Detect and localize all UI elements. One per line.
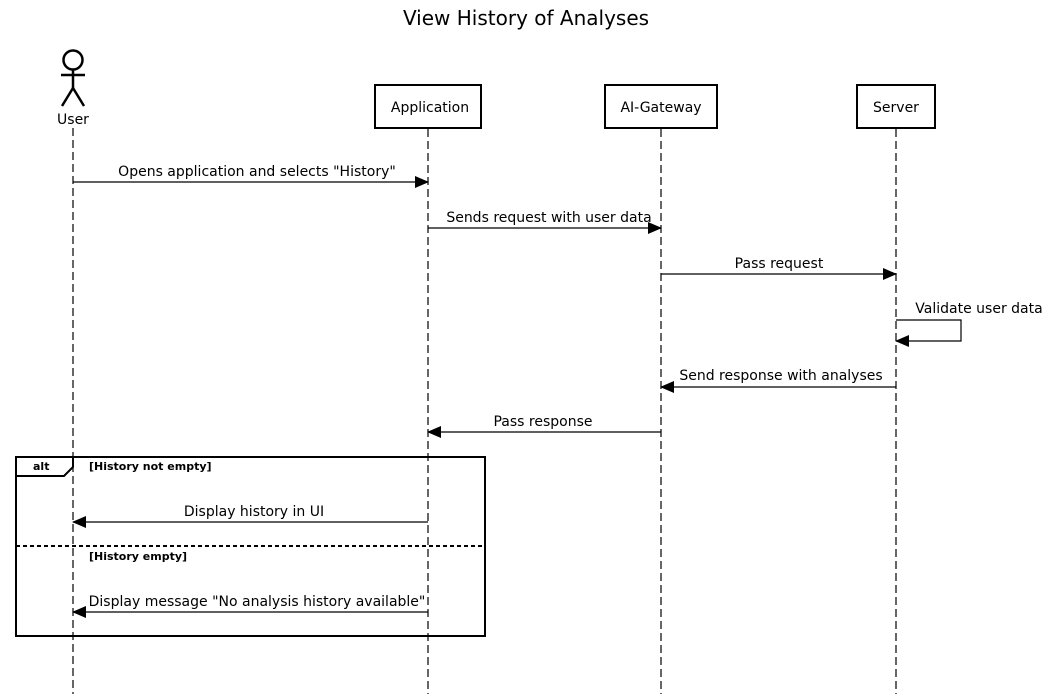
- alt-operator-label: alt: [33, 460, 49, 473]
- diagram-title: View History of Analyses: [403, 6, 649, 30]
- message-arrow-validate: [895, 319, 962, 347]
- participant-server: Server: [856, 84, 936, 129]
- alt-guard-empty: [History empty]: [89, 550, 187, 563]
- participant-ai-gateway: AI-Gateway: [604, 84, 718, 129]
- participant-application: Application: [374, 84, 482, 129]
- alt-fragment: alt [History not empty] [History empty]: [15, 456, 486, 637]
- participant-label-server: Server: [873, 100, 919, 116]
- message-label-pass-response: Pass response: [493, 414, 592, 430]
- participant-label-application: Application: [391, 100, 469, 116]
- message-label-display-history: Display history in UI: [184, 504, 324, 520]
- message-label-send-request: Sends request with user data: [446, 210, 651, 226]
- message-label-display-empty: Display message "No analysis history ava…: [89, 594, 426, 610]
- alt-guard-not-empty: [History not empty]: [89, 460, 212, 473]
- participant-label-ai-gateway: AI-Gateway: [620, 100, 701, 116]
- message-label-open-history: Opens application and selects "History": [118, 164, 396, 180]
- message-label-send-response: Send response with analyses: [679, 368, 882, 384]
- actor-user-icon: [60, 49, 86, 107]
- message-label-pass-request: Pass request: [735, 256, 824, 272]
- message-label-validate: Validate user data: [915, 301, 1042, 317]
- participant-label-user: User: [57, 112, 89, 128]
